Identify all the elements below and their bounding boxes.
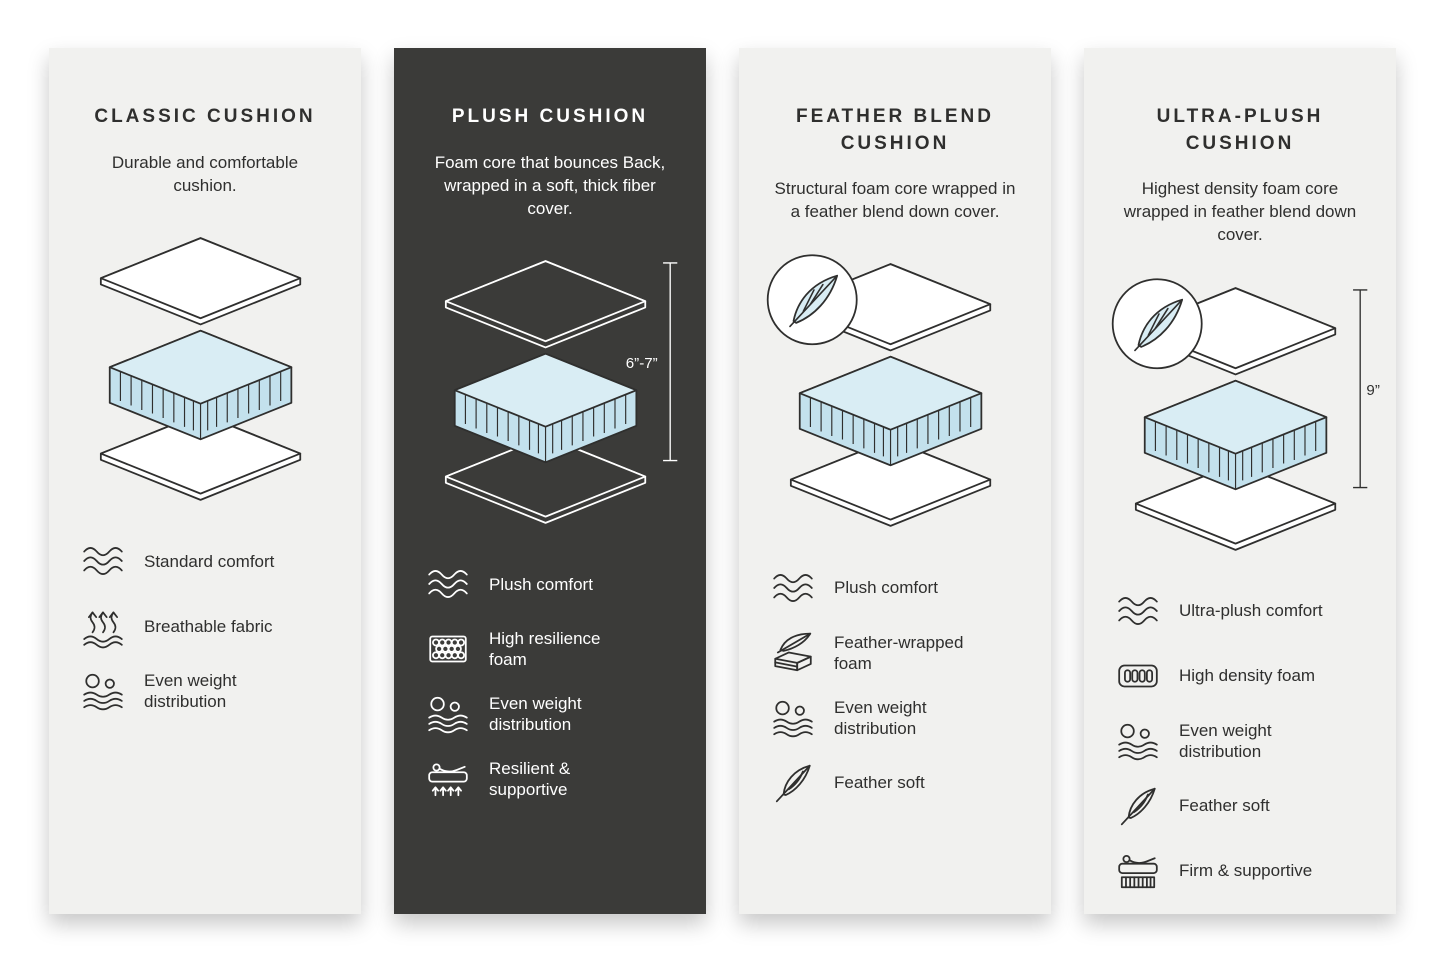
cushion-layers-illustration: [766, 254, 992, 528]
feature-item: Even weight distribution: [770, 694, 1020, 742]
high-density-foam-icon: [1115, 653, 1161, 699]
column-description: Foam core that bounces Back, wrapped in …: [434, 152, 666, 218]
firm-supportive-icon: [1115, 848, 1161, 894]
even-weight-icon: [770, 695, 816, 741]
feather-wrapped-foam-icon: [770, 630, 816, 676]
feature-item: High density foam: [1115, 652, 1365, 700]
card-classic-cushion: CLASSIC CUSHION Durable and comfortable …: [49, 48, 361, 914]
feature-list: Standard comfort Breathable fabric Even …: [80, 537, 330, 732]
feature-label: Feather soft: [834, 773, 925, 793]
feature-item: Even weight distribution: [425, 690, 675, 738]
card-plush-cushion: PLUSH CUSHION Foam core that bounces Bac…: [394, 48, 706, 914]
height-measurement-label: 9”: [1366, 381, 1379, 398]
feature-label: High resilience foam: [489, 629, 601, 670]
feature-item: Even weight distribution: [80, 667, 330, 715]
feature-label: Feather soft: [1179, 796, 1270, 816]
feature-item: Breathable fabric: [80, 602, 330, 650]
wave-comfort-icon: [425, 561, 471, 607]
feather-badge: [766, 254, 858, 346]
feather-icon: [770, 760, 816, 806]
feature-list: Plush comfort High resilience foam Even …: [425, 560, 675, 820]
resilient-supportive-icon: [425, 756, 471, 802]
feature-item: Feather-wrapped foam: [770, 629, 1020, 677]
feature-item: Feather soft: [1115, 782, 1365, 830]
card-ultra-plush-cushion: ULTRA-PLUSH CUSHION Highest density foam…: [1084, 48, 1396, 914]
column-title: ULTRA-PLUSH CUSHION: [1156, 106, 1324, 154]
feather-badge: [1111, 277, 1203, 369]
feature-list: Plush comfort Feather-wrapped foam Even …: [770, 564, 1020, 824]
cushion-layers-illustration: 6”-7”: [444, 260, 678, 524]
feature-item: Ultra-plush comfort: [1115, 587, 1365, 635]
feature-label: Standard comfort: [144, 551, 275, 571]
wave-comfort-icon: [1115, 588, 1161, 634]
feather-icon: [1115, 783, 1161, 829]
feature-item: Plush comfort: [770, 564, 1020, 612]
wave-comfort-icon: [770, 565, 816, 611]
cushion-layers-illustration: [99, 237, 302, 501]
feature-label: Even weight distribution: [1179, 720, 1272, 761]
feature-list: Ultra-plush comfort High density foam Ev…: [1115, 587, 1365, 912]
cushion-layers-illustration: 9”: [1111, 277, 1380, 551]
feature-item: Firm & supportive: [1115, 847, 1365, 895]
column-description: Durable and comfortable cushion.: [111, 152, 299, 195]
height-measurement: 6”-7”: [626, 262, 678, 462]
feature-label: Even weight distribution: [144, 671, 237, 712]
even-weight-icon: [1115, 718, 1161, 764]
feature-item: Plush comfort: [425, 560, 675, 608]
feature-item: Even weight distribution: [1115, 717, 1365, 765]
cushion-stack: [444, 260, 647, 524]
column-title: FEATHER BLEND CUSHION: [795, 106, 995, 154]
feature-item: Feather soft: [770, 759, 1020, 807]
feature-label: Ultra-plush comfort: [1179, 601, 1323, 621]
wave-comfort-icon: [80, 538, 126, 584]
feature-label: Even weight distribution: [489, 694, 582, 735]
feature-label: High density foam: [1179, 666, 1316, 686]
cushion-stack: [99, 237, 302, 501]
feature-label: Firm & supportive: [1179, 861, 1313, 881]
honeycomb-foam-icon: [425, 626, 471, 672]
feature-item: Standard comfort: [80, 537, 330, 585]
feature-label: Breathable fabric: [144, 616, 273, 636]
column-description: Highest density foam core wrapped in fea…: [1123, 179, 1357, 245]
height-measurement-label: 6”-7”: [626, 355, 658, 372]
feature-label: Plush comfort: [489, 574, 593, 594]
height-measurement: 9”: [1353, 288, 1380, 488]
feature-item: High resilience foam: [425, 625, 675, 673]
column-title: PLUSH CUSHION: [451, 106, 649, 127]
feature-label: Resilient & supportive: [489, 759, 571, 800]
column-description: Structural foam core wrapped in a feathe…: [774, 179, 1016, 222]
even-weight-icon: [425, 691, 471, 737]
feature-label: Feather-wrapped foam: [834, 632, 964, 673]
feature-item: Resilient & supportive: [425, 755, 675, 803]
cushion-comparison-board: CLASSIC CUSHION Durable and comfortable …: [49, 48, 1396, 914]
column-title: CLASSIC CUSHION: [94, 106, 316, 127]
feature-label: Plush comfort: [834, 578, 938, 598]
card-feather-blend-cushion: FEATHER BLEND CUSHION Structural foam co…: [739, 48, 1051, 914]
feature-label: Even weight distribution: [834, 697, 927, 738]
breathable-fabric-icon: [80, 603, 126, 649]
even-weight-icon: [80, 668, 126, 714]
